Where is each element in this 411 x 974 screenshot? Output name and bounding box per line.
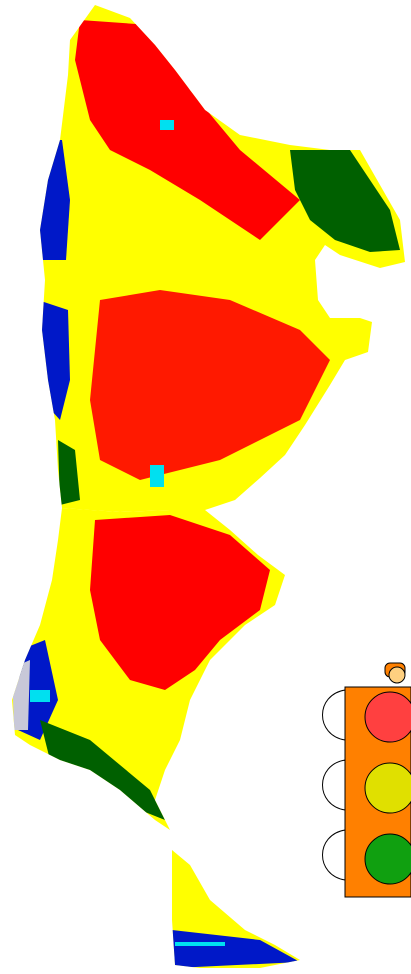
traffic-light-icon [322, 662, 411, 898]
red-zone [75, 20, 300, 240]
red-light [364, 691, 411, 743]
green-light [364, 833, 411, 885]
map-north-region [40, 5, 405, 512]
cyan-lake [30, 690, 50, 702]
dark-green-zone [290, 150, 400, 252]
map-tierra-del-fuego [172, 850, 300, 968]
cyan-lake [175, 942, 225, 946]
dark-green-zone [58, 440, 80, 505]
red-zone [90, 515, 270, 690]
dark-green-zone [40, 720, 165, 820]
cyan-lake [160, 120, 174, 130]
blue-zone [172, 930, 300, 968]
cyan-lake [150, 465, 164, 487]
red-zone [90, 290, 330, 480]
yellow-light [364, 762, 411, 814]
gray-zone [12, 660, 30, 730]
